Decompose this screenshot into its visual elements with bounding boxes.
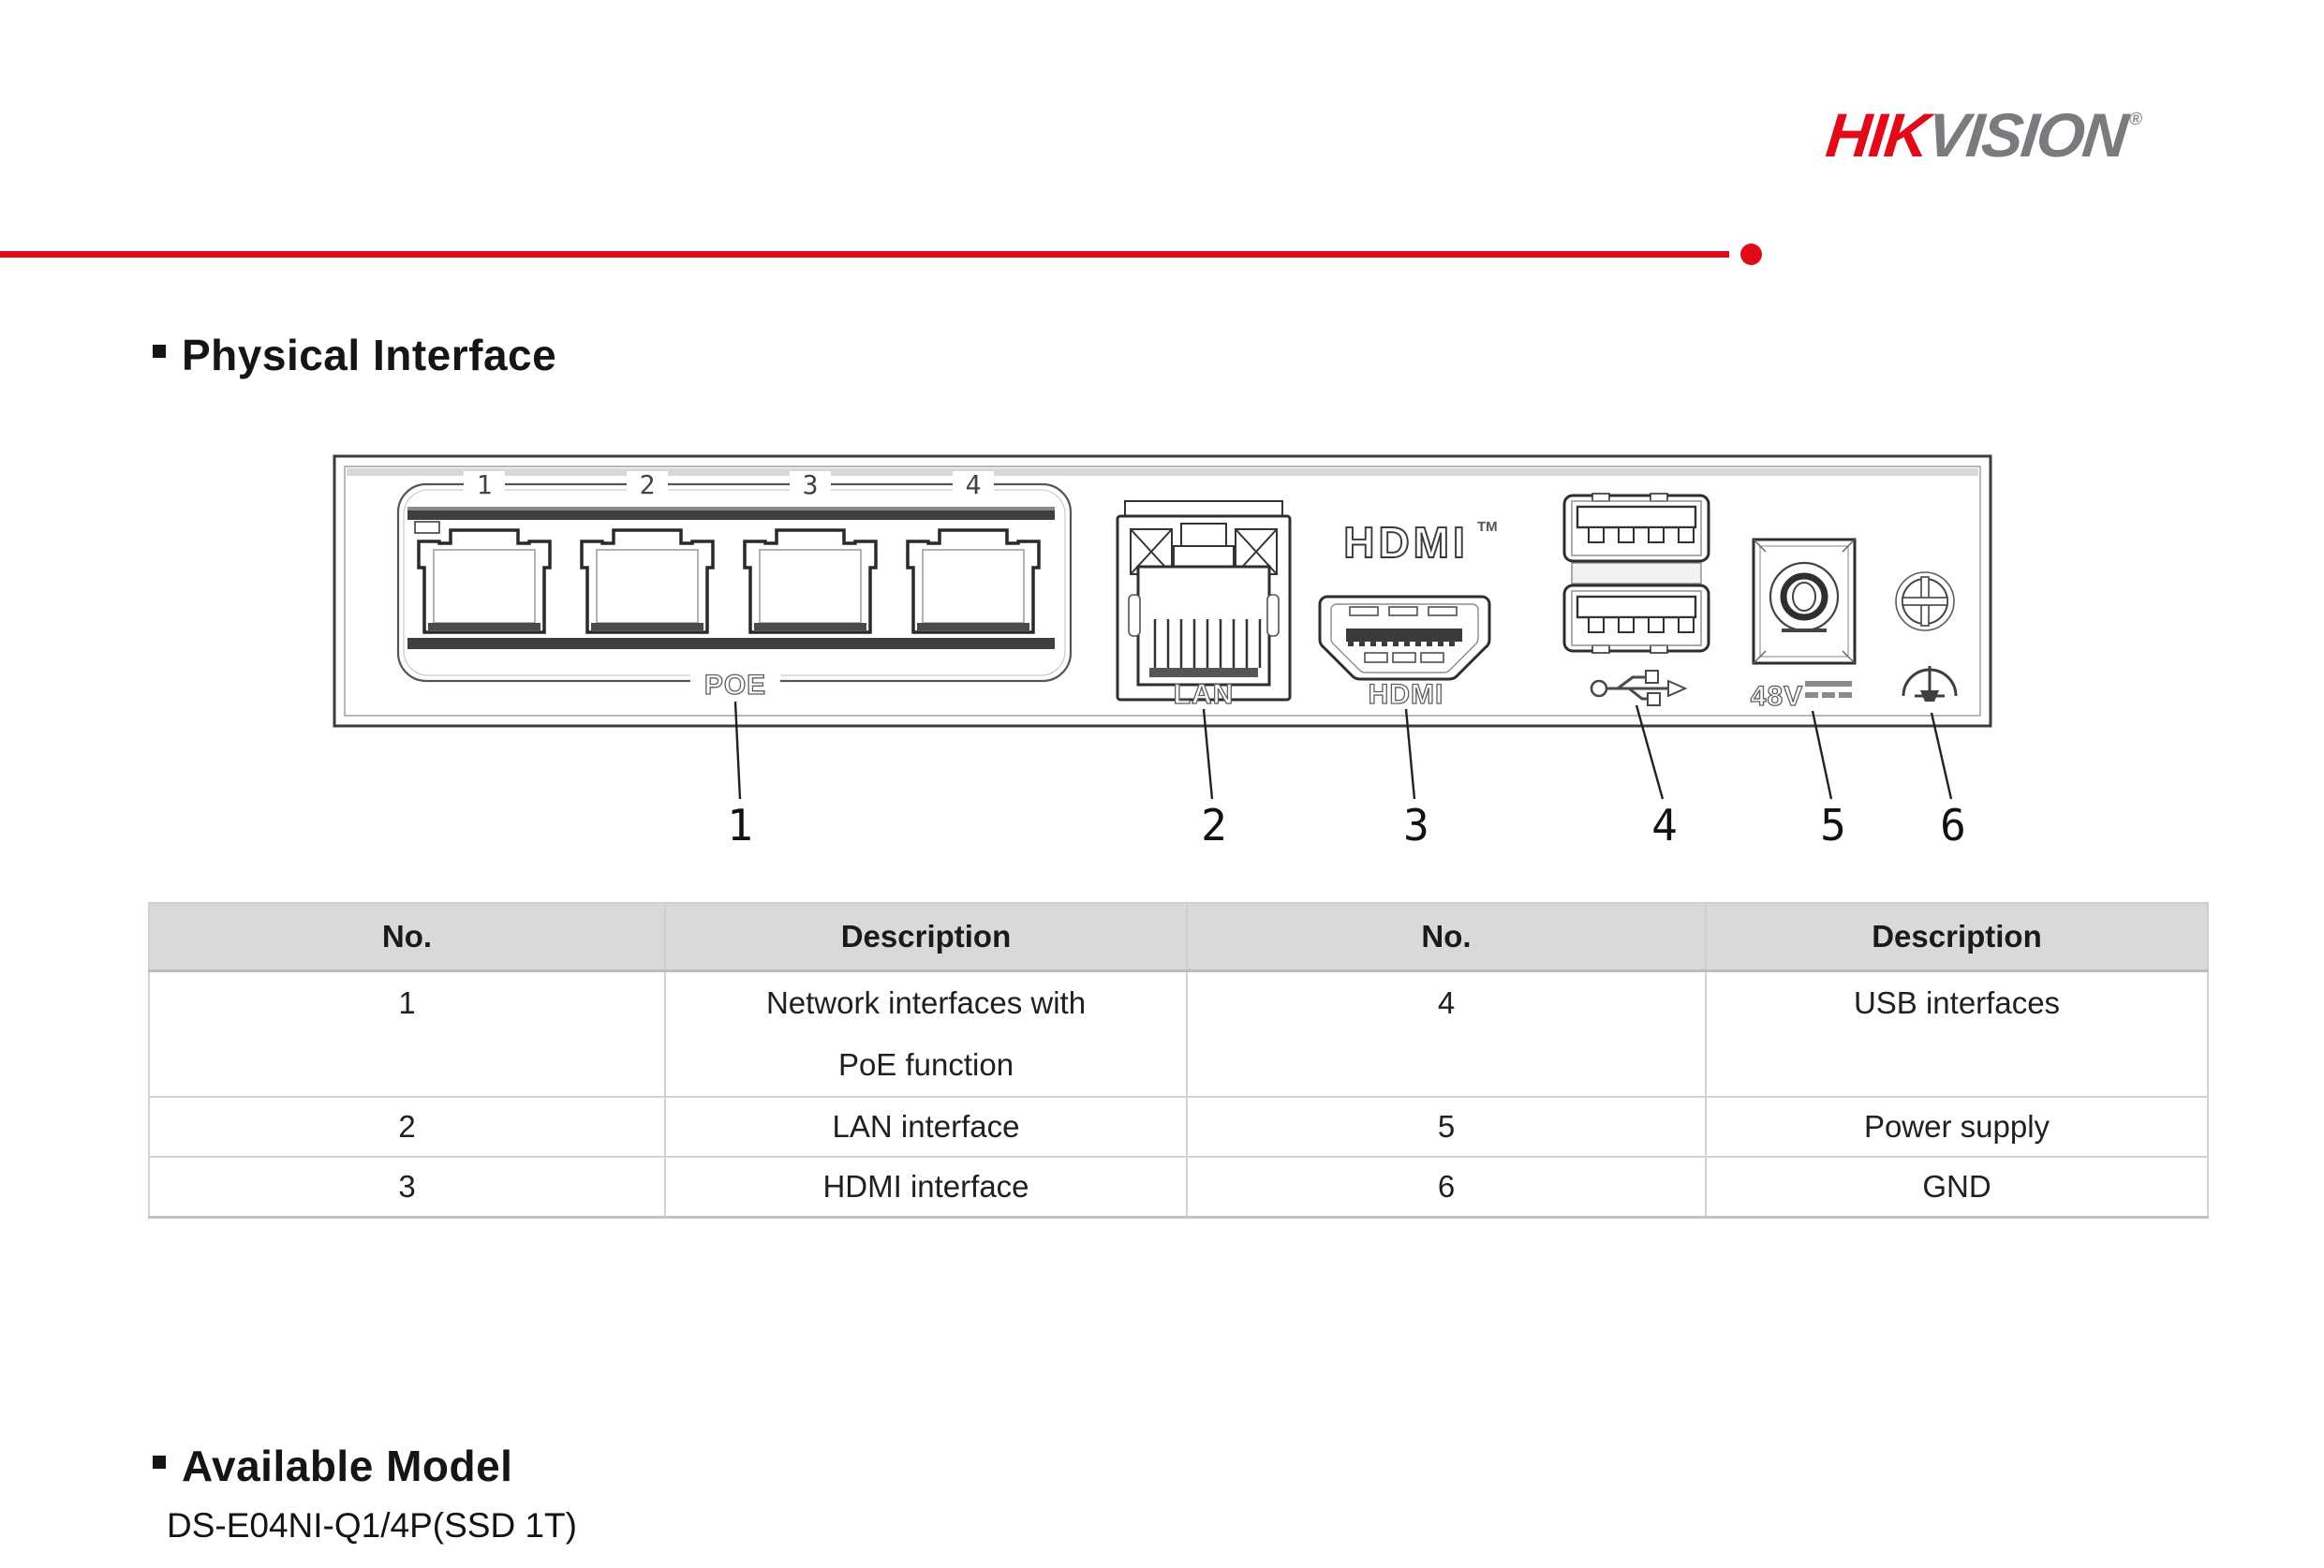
header-description-2: Description: [1705, 902, 2209, 972]
section-physical-interface: Physical Interface: [153, 330, 556, 380]
usb-port-bottom: [1562, 584, 1710, 654]
hdmi-label: HDMI: [1369, 679, 1444, 710]
ground-icon: [1902, 666, 1958, 702]
cell-no: 1: [148, 969, 666, 1098]
callout-lines: [733, 701, 1953, 800]
callout-number-2: 2: [1201, 800, 1227, 851]
power-voltage-text: 48V: [1751, 681, 1803, 712]
callout-number-6: 6: [1940, 800, 1966, 851]
callout-number-5: 5: [1820, 800, 1846, 851]
registered-mark: ®: [2128, 110, 2144, 129]
ground-screw: [1895, 571, 1955, 631]
header-no-2: No.: [1186, 902, 1707, 972]
callout-line-6: [1930, 712, 1953, 800]
red-accent-rule: [0, 251, 1729, 258]
table-row: 3 HDMI interface 6 GND: [148, 1156, 2209, 1219]
cell-no: 4: [1186, 969, 1707, 1098]
square-bullet-icon: [153, 345, 166, 358]
poe-port-2: [580, 528, 715, 634]
callout-line-1: [733, 701, 742, 800]
physical-interface-title: Physical Interface: [182, 331, 557, 379]
poe-port-number-4: 4: [966, 469, 982, 500]
callout-line-3: [1404, 708, 1416, 800]
cell-no: 6: [1186, 1156, 1707, 1219]
red-accent-dot: [1740, 244, 1762, 265]
callout-line-5: [1811, 710, 1833, 800]
poe-port-number-2: 2: [640, 469, 656, 500]
poe-port-3: [743, 528, 878, 634]
logo-vision: VISION: [1923, 100, 2130, 170]
hdmi-logo-text: HDMI: [1343, 518, 1469, 567]
poe-port-number-3: 3: [803, 469, 819, 500]
section-available-model: Available Model: [153, 1441, 512, 1491]
cell-no: 3: [148, 1156, 666, 1219]
header-description-1: Description: [664, 902, 1188, 972]
hikvision-logo: HIKVISION®: [1823, 99, 2144, 170]
callout-number-3: 3: [1403, 800, 1429, 851]
interface-table: No. Description No. Description 1 Networ…: [148, 902, 2209, 1219]
hdmi-tm-mark: TM: [1477, 519, 1498, 535]
cell-description: LAN interface: [664, 1096, 1188, 1158]
cell-no: 5: [1186, 1096, 1707, 1158]
table-row: 1 Network interfaces with PoE function 4…: [148, 969, 2209, 1098]
usb-trident-icon: [1590, 670, 1688, 706]
poe-port-4: [906, 528, 1041, 634]
table-row: 2 LAN interface 5 Power supply: [148, 1096, 2209, 1158]
hdmi-logo: HDMI TM: [1342, 517, 1498, 568]
cell-description: USB interfaces: [1705, 969, 2209, 1098]
poe-port-group: 1 2 3 4 POE: [396, 469, 1073, 702]
model-number: DS-E04NI-Q1/4P(SSD 1T): [167, 1506, 577, 1545]
callout-line-4: [1635, 704, 1665, 800]
logo-hik: HIK: [1823, 100, 1932, 170]
usb-port-top: [1562, 493, 1710, 563]
poe-port-1: [417, 528, 552, 634]
cell-description: Power supply: [1705, 1096, 2209, 1158]
poe-port-number-1: 1: [477, 469, 493, 500]
callout-numbers: 1 2 3 4 5 6: [727, 800, 1966, 851]
callout-number-4: 4: [1651, 800, 1678, 851]
usb-ports: [1562, 493, 1710, 654]
hdmi-connector: HDMI: [1318, 595, 1491, 711]
power-48v-label: 48V: [1750, 680, 1852, 713]
lan-port: LAN: [1116, 500, 1292, 711]
poe-led-window: [414, 521, 440, 534]
cell-description: Network interfaces with PoE function: [664, 969, 1188, 1098]
table-header-row: No. Description No. Description: [148, 902, 2209, 972]
available-model-title: Available Model: [182, 1442, 513, 1490]
cell-description: GND: [1705, 1156, 2209, 1219]
rear-panel-diagram: 1 2 3 4 POE: [333, 454, 1992, 857]
cell-no: 2: [148, 1096, 666, 1158]
header-no-1: No.: [148, 902, 666, 972]
cell-description: HDMI interface: [664, 1156, 1188, 1219]
square-bullet-icon: [153, 1456, 166, 1469]
callout-number-1: 1: [727, 800, 753, 851]
poe-label: POE: [704, 670, 766, 701]
dc-symbol-icon: [1805, 681, 1852, 698]
callout-line-2: [1202, 708, 1214, 800]
power-jack: [1752, 538, 1857, 665]
lan-label: LAN: [1174, 679, 1235, 710]
